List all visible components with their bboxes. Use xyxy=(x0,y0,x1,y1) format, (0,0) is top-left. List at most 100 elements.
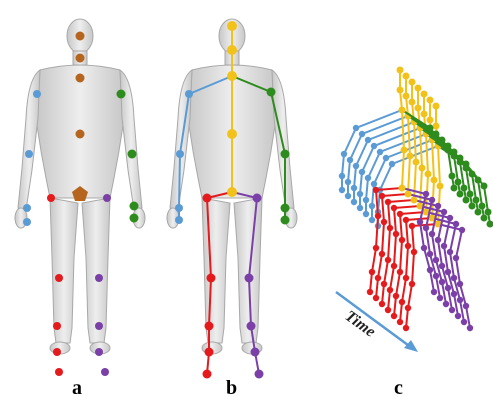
bone-left-arm xyxy=(354,166,356,188)
joint-left-leg xyxy=(391,263,397,269)
joint-left-arm xyxy=(371,181,377,187)
joint-left-leg xyxy=(55,274,63,282)
joint-left-leg xyxy=(399,237,405,243)
joint-spine xyxy=(409,99,416,106)
joint-left-leg xyxy=(403,325,409,331)
joint-left-arm xyxy=(339,187,345,193)
joint-left-arm xyxy=(365,175,371,181)
joint-right-arm xyxy=(469,171,476,178)
joint-spine xyxy=(431,177,438,184)
joint-left-arm xyxy=(175,216,183,224)
joint-left-arm xyxy=(383,155,389,161)
panel-c-sequence xyxy=(339,67,493,332)
joint-left-arm xyxy=(359,169,365,175)
joint-left-leg xyxy=(391,313,397,319)
joint-right-leg xyxy=(433,257,439,263)
joint-right-leg xyxy=(441,209,447,215)
joint-right-leg xyxy=(435,203,441,209)
panel-label-a: a xyxy=(72,377,82,397)
joint-right-leg xyxy=(441,243,447,249)
joint-left-leg xyxy=(207,274,216,283)
joint-spine xyxy=(227,187,237,197)
joint-right-leg xyxy=(433,273,439,279)
bone-right-leg xyxy=(460,300,464,322)
joint-left-leg xyxy=(375,275,381,281)
panel-label-c: c xyxy=(394,377,403,397)
joint-left-leg xyxy=(387,287,393,293)
bone-spine xyxy=(402,150,404,188)
joint-spine xyxy=(403,93,410,100)
joint-right-leg xyxy=(435,237,441,243)
joint-right-arm xyxy=(281,204,290,213)
joint-spine xyxy=(427,97,434,104)
bone-right-leg xyxy=(448,288,452,310)
joint-left-arm xyxy=(33,90,41,98)
joint-left-leg xyxy=(409,281,415,287)
joint-right-arm xyxy=(130,214,139,223)
joint-right-arm xyxy=(281,150,290,159)
joint-right-arm xyxy=(467,191,474,198)
bone-left-leg xyxy=(378,254,382,278)
joint-spine xyxy=(397,87,404,94)
joint-spine xyxy=(437,183,444,190)
joint-left-leg xyxy=(373,295,379,301)
joint-left-leg xyxy=(53,348,61,356)
bone-left-arm xyxy=(348,160,350,182)
joint-spine xyxy=(405,191,412,198)
joint-right-arm xyxy=(475,177,482,184)
joint-left-leg xyxy=(405,305,411,311)
bone-right-leg xyxy=(442,282,446,304)
bone-left-arm xyxy=(368,122,414,140)
joint-left-arm xyxy=(357,191,363,197)
joint-right-arm xyxy=(117,90,126,99)
joint-right-leg xyxy=(439,263,445,269)
bone-spine xyxy=(414,162,416,200)
joint-right-arm xyxy=(451,185,458,192)
bone-left-leg xyxy=(372,248,376,272)
joint-right-leg xyxy=(247,322,256,331)
bone-spine xyxy=(432,140,434,180)
joint-right-leg xyxy=(443,301,449,307)
joint-spine xyxy=(403,73,410,80)
joint-left-arm xyxy=(353,125,359,131)
panel-label-b: b xyxy=(226,377,237,397)
joint-right-arm xyxy=(481,215,488,222)
joint-spine xyxy=(427,117,434,124)
joint-spine xyxy=(227,71,237,81)
joint-spine xyxy=(399,185,406,192)
bone-left-leg xyxy=(390,266,394,290)
joint-left-arm xyxy=(369,217,375,223)
bone-left-leg xyxy=(394,208,396,234)
bone-right-leg xyxy=(444,246,448,272)
joint-right-arm xyxy=(128,150,137,159)
joint-right-leg xyxy=(253,194,262,203)
joint-right-arm xyxy=(457,159,464,166)
joint-right-arm xyxy=(451,153,458,160)
joint-right-arm xyxy=(461,185,468,192)
joint-spine xyxy=(401,147,408,154)
bone-right-leg xyxy=(450,252,454,278)
joint-right-leg xyxy=(417,219,423,225)
bone-left-leg xyxy=(394,206,420,208)
joint-left-arm xyxy=(341,151,347,157)
bone-left-leg xyxy=(406,246,408,278)
joint-left-leg xyxy=(369,269,375,275)
joint-spine xyxy=(411,197,418,204)
joint-left-arm xyxy=(371,143,377,149)
joint-right-leg xyxy=(445,269,451,275)
joint-center xyxy=(76,54,85,63)
joint-spine xyxy=(407,153,414,160)
joint-left-arm xyxy=(351,199,357,205)
bone-left-leg xyxy=(382,196,384,222)
joint-right-arm xyxy=(473,197,480,204)
bone-right-leg xyxy=(454,294,458,316)
joint-right-arm xyxy=(463,197,470,204)
joint-left-leg xyxy=(393,293,399,299)
joint-left-leg xyxy=(205,348,214,357)
joint-left-arm xyxy=(25,150,33,158)
joint-right-leg xyxy=(437,295,443,301)
joint-spine xyxy=(419,165,426,172)
joint-left-leg xyxy=(375,213,381,219)
joint-right-arm xyxy=(487,221,493,228)
